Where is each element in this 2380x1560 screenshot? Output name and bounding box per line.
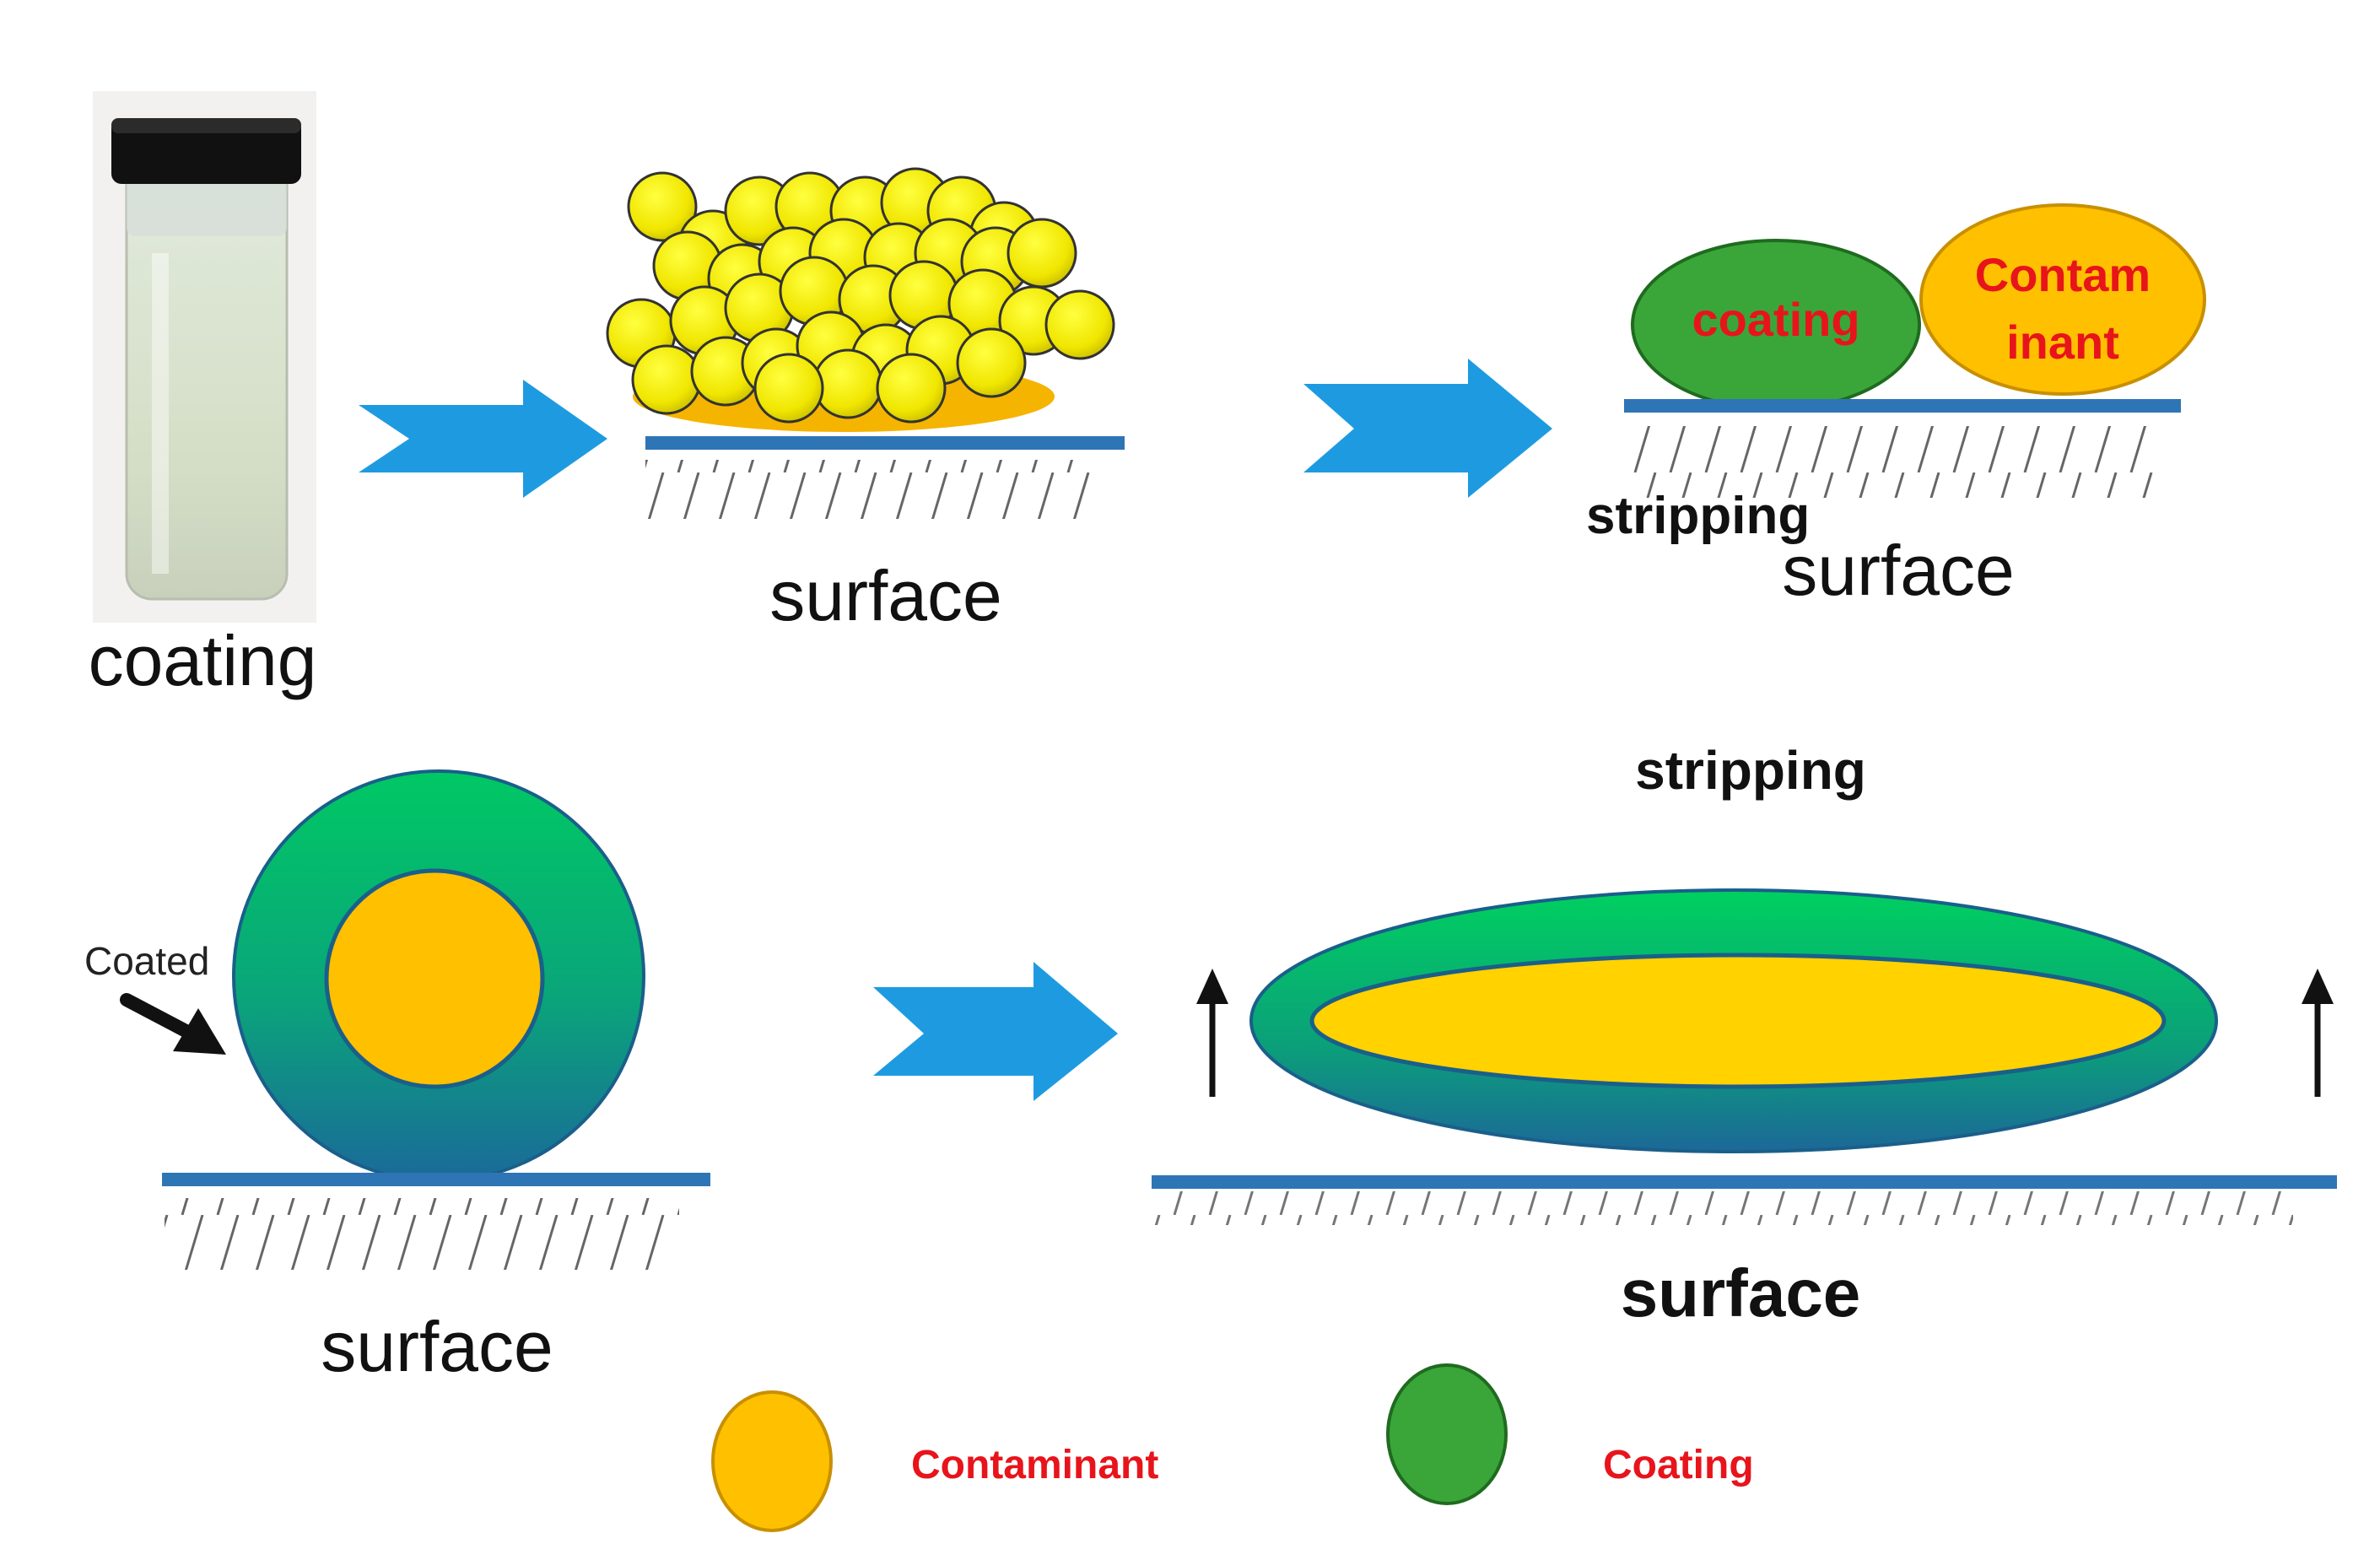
particle-34 [753,353,824,424]
surface-label-4: surface [1621,1255,1861,1331]
surface-label-3: surface [321,1307,553,1386]
contaminant-core [324,868,545,1089]
surface-line-4 [1152,1175,2337,1189]
surface-label-1: surface [769,556,1001,635]
coated-pointer-arrow-icon [120,993,226,1055]
lift-arrow-left-icon [1196,969,1228,1097]
legend-swatch-contaminant [711,1390,833,1532]
surface-hatch-4 [1154,1191,2293,1225]
particle-32 [1044,289,1115,360]
legend-label-coating: Coating [1603,1443,1754,1487]
coated-pointer-label: Coated [84,939,209,983]
legend: Contaminant Coating [711,1363,1754,1532]
coating-particle-label: coating [1692,293,1859,346]
surface-line-3 [162,1173,710,1186]
process-arrow-1 [359,380,607,498]
surface-hatch-3 [165,1198,679,1270]
vial-caption: coating [89,621,317,700]
surface-label-2: surface [1782,531,2014,610]
contaminant-particle-label-line2: inant [2006,316,2119,369]
surface-hatch-2 [1628,426,2160,498]
surface-line-2 [1624,399,2181,413]
particle-35 [876,353,947,424]
particle-25 [631,344,702,415]
process-arrow-3 [873,962,1118,1101]
coating-vial-photo [93,91,316,623]
contaminant-particle-label-line1: Contam [1975,248,2151,301]
surface-line-1 [645,436,1125,450]
particle-cluster [606,167,1115,432]
lift-arrow-right-icon [2302,969,2334,1097]
legend-swatch-coating [1386,1363,1508,1505]
particle-1 [627,171,698,242]
stripping-label-1: stripping [1586,487,1810,545]
legend-label-contaminant: Contaminant [911,1443,1158,1487]
stripping-label-2: stripping [1635,740,1866,801]
particle-16 [1007,218,1077,289]
particle-33 [812,348,883,419]
particle-31 [956,327,1027,398]
contaminant-film [1309,953,2167,1089]
surface-hatch-1 [645,460,1101,519]
vial-cap-icon [111,118,301,184]
process-arrow-2 [1303,359,1552,498]
contaminant-particle [1919,203,2206,396]
